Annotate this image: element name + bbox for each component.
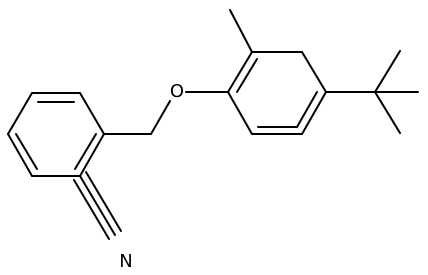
bond [374,50,401,93]
bond [85,171,122,232]
nitrile-group [73,171,122,240]
benzonitrile-ring [7,92,105,177]
bond [79,92,105,135]
ch2-o-bond [150,100,171,135]
bond [79,133,105,177]
oxygen-atom-label: O [170,81,184,102]
double-bond-inner [236,58,258,93]
methyl-bond [229,9,253,53]
bond [7,92,33,135]
double-bond-inner [296,91,318,128]
bond [73,179,110,240]
bond [79,175,116,236]
nitrogen-atom-label: N [119,251,132,272]
bond [374,91,401,134]
double-bond-inner [74,133,97,170]
bond [7,133,33,177]
aryl-ring [227,51,327,135]
bond [227,51,253,93]
bond [301,91,327,135]
tert-butyl-group [325,50,419,134]
bond [227,91,253,135]
double-bond-inner [15,133,38,170]
bond [301,51,327,93]
